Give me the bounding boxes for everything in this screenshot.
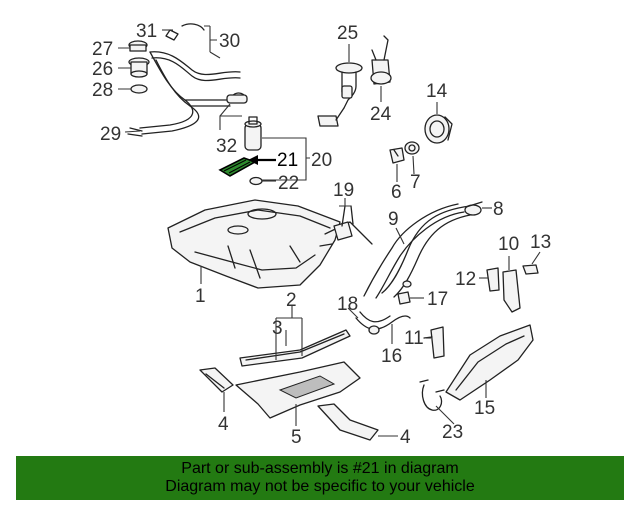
grommet-part-7 — [404, 141, 420, 155]
banner-line-part: Part or sub-assembly is #21 in diagram — [181, 460, 459, 477]
callout-4-left: 4 — [218, 414, 229, 435]
fuel-sender-part-25 — [317, 62, 363, 127]
callout-30: 30 — [219, 31, 240, 52]
callout-18: 18 — [337, 294, 358, 315]
callout-8: 8 — [493, 199, 504, 220]
callout-22: 22 — [278, 173, 299, 194]
leader-lines — [118, 25, 541, 437]
hose-parts-16-18 — [355, 291, 411, 335]
callout-1: 1 — [195, 286, 206, 307]
clamp-part-23 — [419, 379, 445, 411]
fuel-pump-part-20 — [244, 116, 262, 151]
vent-valve-part-26 — [128, 57, 150, 78]
callout-28: 28 — [92, 80, 113, 101]
callout-7: 7 — [410, 172, 421, 193]
protector-part-4-bottom — [317, 403, 379, 441]
callout-2: 2 — [286, 290, 297, 311]
highlight-leader-21 — [248, 155, 276, 165]
fuel-tank-part-1 — [167, 199, 341, 289]
callout-32: 32 — [216, 136, 237, 157]
callout-9: 9 — [388, 209, 399, 230]
callout-25: 25 — [337, 23, 358, 44]
callout-4-bottom: 4 — [400, 427, 411, 448]
callout-12: 12 — [455, 269, 476, 290]
callout-15: 15 — [474, 398, 495, 419]
callout-31: 31 — [136, 21, 157, 42]
callout-5: 5 — [291, 427, 302, 448]
bracket-part-6 — [389, 147, 405, 164]
callout-6: 6 — [391, 182, 402, 203]
gasket-part-28 — [130, 84, 148, 94]
callout-21-highlighted: 21 — [277, 150, 298, 171]
heat-shield-part-15 — [445, 324, 534, 401]
callout-27: 27 — [92, 39, 113, 60]
tank-straps-parts-2-3 — [239, 329, 351, 367]
callout-26: 26 — [92, 59, 113, 80]
callout-24: 24 — [370, 104, 392, 125]
callout-29: 29 — [100, 124, 121, 145]
callout-14: 14 — [426, 81, 448, 102]
callout-labels: 31 30 27 26 28 29 32 25 24 14 21 20 22 6… — [92, 21, 551, 448]
callout-17: 17 — [427, 289, 448, 310]
callout-20: 20 — [311, 150, 332, 171]
filler-door-part-14 — [424, 114, 453, 144]
fuel-gauge-unit-part-24 — [370, 35, 392, 85]
callout-10: 10 — [498, 234, 519, 255]
part-info-banner: Part or sub-assembly is #21 in diagram D… — [16, 456, 624, 500]
fuel-pump-hose-part-32 — [226, 92, 248, 104]
clip-part-22 — [249, 176, 263, 186]
protector-part-5 — [235, 361, 361, 419]
valve-part-19 — [324, 205, 373, 245]
bracket-parts-10-13 — [423, 264, 539, 359]
vent-hose-assembly — [127, 23, 241, 137]
bracket-part-4-left — [199, 367, 234, 393]
callout-23: 23 — [442, 422, 463, 443]
callout-19: 19 — [333, 180, 354, 201]
callout-3: 3 — [272, 318, 283, 339]
vent-valve-part-27 — [128, 40, 148, 52]
filler-neck-part-8-9 — [363, 201, 483, 299]
parts-diagram: 31 30 27 26 28 29 32 25 24 14 21 20 22 6… — [92, 21, 551, 448]
banner-line-disclaimer: Diagram may not be specific to your vehi… — [165, 478, 475, 495]
callout-13: 13 — [530, 232, 551, 253]
callout-11: 11 — [404, 328, 424, 349]
callout-16: 16 — [381, 346, 402, 367]
